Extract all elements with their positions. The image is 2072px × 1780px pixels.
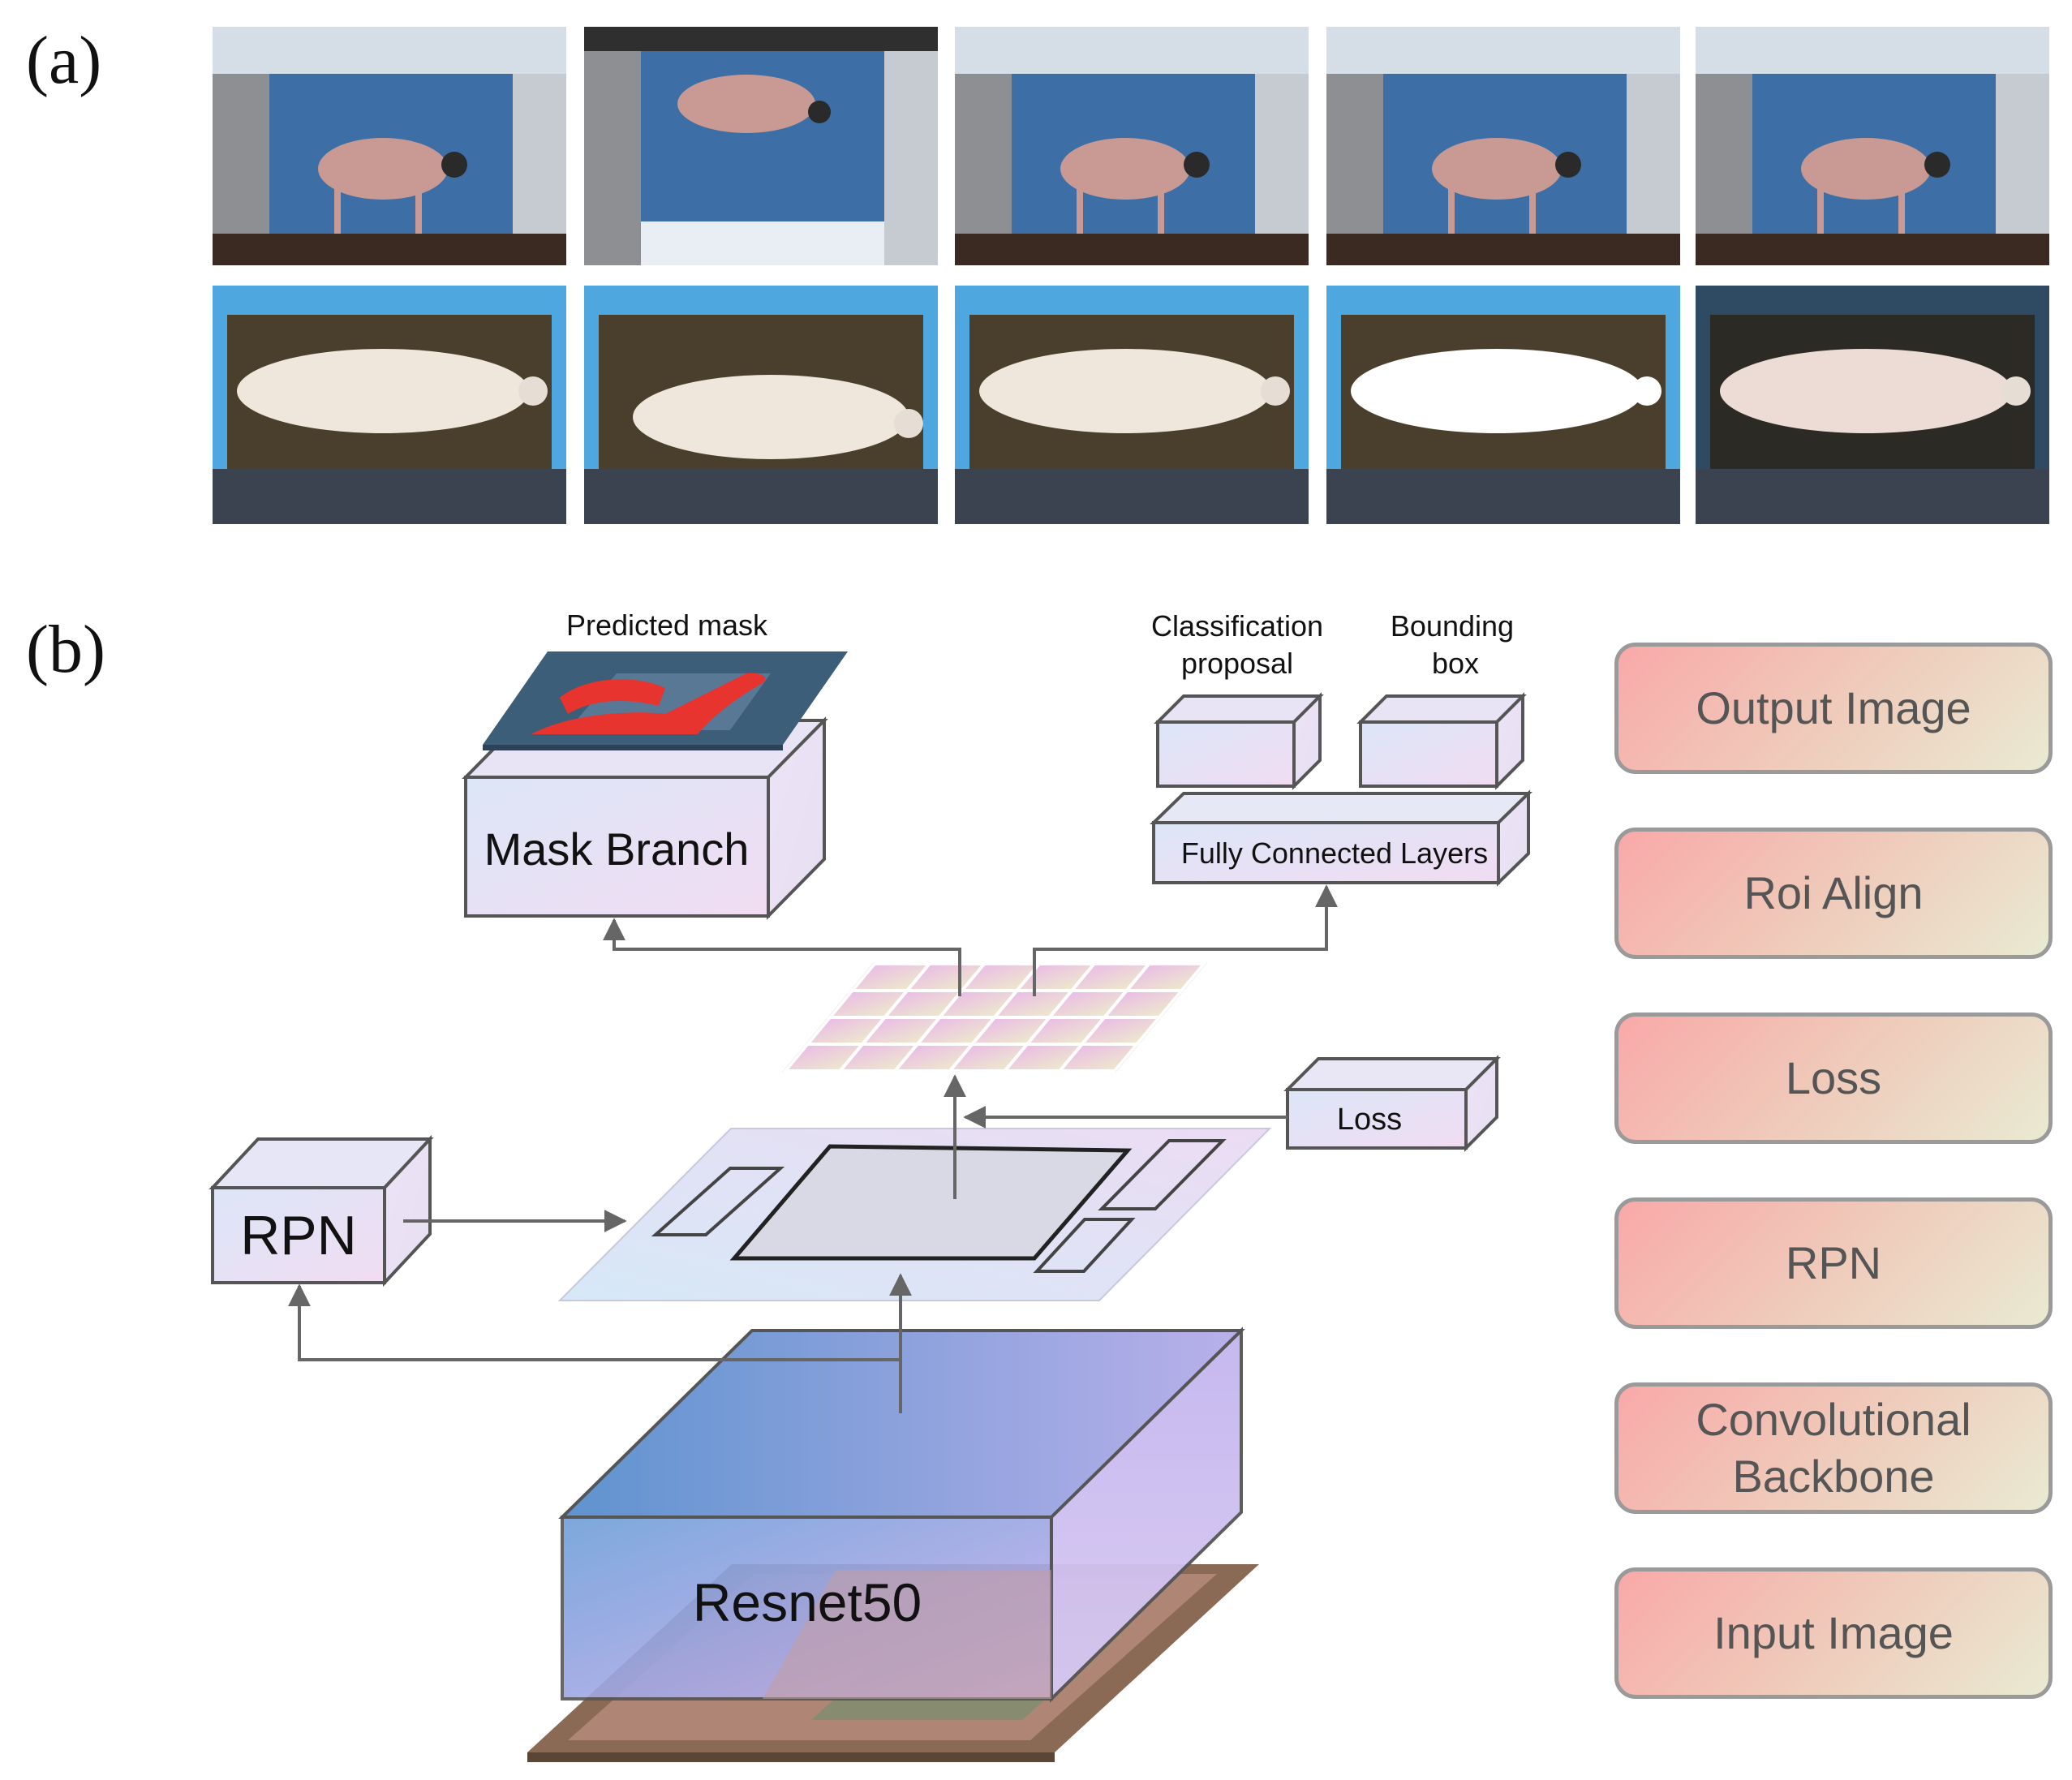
predicted-mask-label: Predicted mask [566, 608, 768, 642]
fully-connected-layers-block: Fully Connected Layers [1150, 789, 1533, 887]
arrow-resnet-to-rpn [288, 1283, 901, 1361]
legend-item: RPN [1614, 1197, 2053, 1329]
rpn-label: RPN [240, 1205, 357, 1266]
photo-top-view-sheep-back [584, 286, 938, 524]
arrows [288, 884, 1338, 1413]
bounding-box-label-line2: box [1432, 647, 1479, 680]
legend-item: Convolutional Backbone [1614, 1382, 2053, 1514]
roi-align-grid [781, 962, 1208, 1073]
roi-plane [557, 1128, 1272, 1301]
classification-proposal-label-line1: Classification [1151, 609, 1323, 643]
legend-item-label: Input Image [1713, 1607, 1954, 1658]
mask-branch-block: Mask Branch [462, 716, 828, 920]
photo-top-view-sheep-back [213, 286, 566, 524]
resnet50-block: Resnet50 [558, 1326, 1245, 1703]
legend-item-label: Roi Align [1743, 867, 1924, 918]
legend-item-label: Loss [1785, 1052, 1882, 1103]
panel-label-b: (b) [26, 612, 105, 687]
photo-top-view-sheep-back-bright [1326, 286, 1680, 524]
legend-item-label: Output Image [1696, 682, 1971, 733]
legend-item-label: Convolutional Backbone [1696, 1394, 1971, 1502]
legend-item-label: RPN [1785, 1237, 1882, 1288]
legend-item: Loss [1614, 1013, 2053, 1144]
arrow-grid-to-fc [1033, 884, 1338, 996]
arrow-grid-to-mask [603, 918, 961, 996]
classification-proposal-block [1154, 692, 1324, 790]
bounding-box-label-line1: Bounding [1391, 609, 1514, 643]
photo-top-down-sheep-upright-frame [584, 27, 938, 265]
predicted-mask-image [483, 651, 848, 750]
loss-block: Loss [1283, 1055, 1501, 1152]
rpn-block: RPN [208, 1134, 434, 1288]
photo-top-view-sheep-back [955, 286, 1309, 524]
photo-side-view-sheep [1696, 27, 2049, 265]
photo-side-view-sheep [955, 27, 1309, 265]
loss-label: Loss [1337, 1103, 1402, 1137]
photo-side-view-sheep [213, 27, 566, 265]
fully-connected-layers-label: Fully Connected Layers [1181, 836, 1488, 870]
resnet50-label: Resnet50 [693, 1572, 922, 1632]
legend-item: Roi Align [1614, 828, 2053, 959]
roi-grid-cell [1123, 962, 1208, 992]
photo-side-view-sheep [1326, 27, 1680, 265]
photo-top-view-sheep-back-dark [1696, 286, 2049, 524]
panel-label-a: (a) [26, 23, 102, 98]
legend-item: Input Image [1614, 1567, 2053, 1699]
mask-branch-label: Mask Branch [484, 823, 750, 875]
legend-item: Output Image [1614, 643, 2053, 774]
classification-proposal-label-line2: proposal [1181, 647, 1293, 680]
mask-rcnn-diagram: Resnet50 RPN Loss Mask Branch P [208, 608, 1533, 1762]
bounding-box-block [1356, 692, 1527, 790]
